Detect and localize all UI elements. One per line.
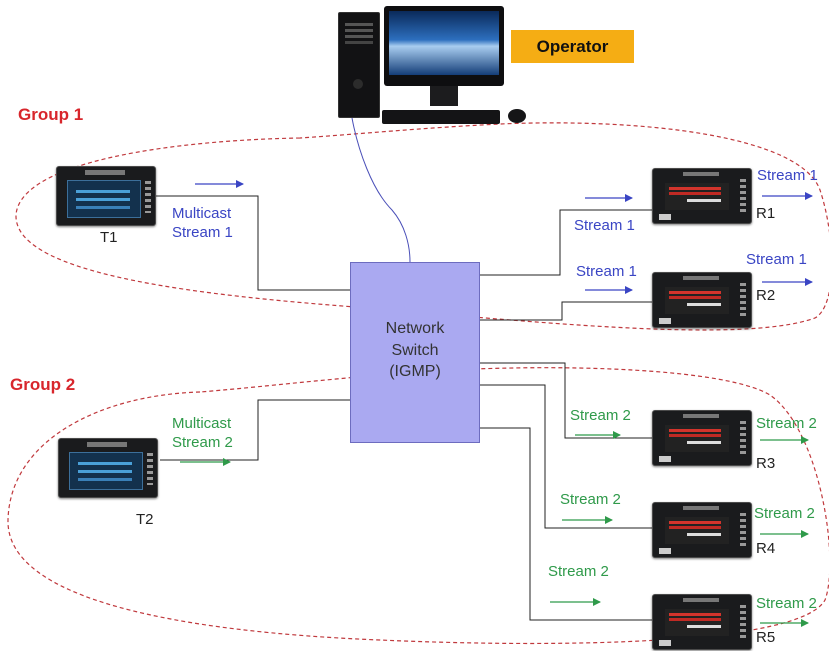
operator-cable xyxy=(351,117,411,263)
keyboard xyxy=(382,110,500,124)
operator-label: Operator xyxy=(511,30,634,63)
r2-label: R2 xyxy=(756,287,776,304)
r3-out-stream: Stream 2 xyxy=(756,415,817,432)
receiver-r2 xyxy=(652,272,752,328)
transmitter-t1 xyxy=(56,166,156,226)
r4-in-stream: Stream 2 xyxy=(560,491,621,508)
t1-stream-line2: Stream 1 xyxy=(172,224,233,241)
t1-link xyxy=(152,195,350,291)
group-2-label: Group 2 xyxy=(10,375,76,394)
network-switch-label: Network Switch (IGMP) xyxy=(350,318,480,383)
mouse xyxy=(508,109,526,123)
pc-monitor xyxy=(384,6,504,86)
r1-out-stream: Stream 1 xyxy=(757,167,818,184)
r4-label: R4 xyxy=(756,540,776,557)
t2-label: T2 xyxy=(136,511,154,528)
r2-out-stream: Stream 1 xyxy=(746,251,807,268)
t1-stream-line1: Multicast xyxy=(172,205,232,222)
r3-in-stream: Stream 2 xyxy=(570,407,631,424)
switch-label-line2: Switch xyxy=(391,341,439,359)
r5-label: R5 xyxy=(756,629,776,646)
r5-in-stream: Stream 2 xyxy=(548,563,609,580)
r4-link xyxy=(480,384,652,529)
switch-label-line3: (IGMP) xyxy=(389,363,441,381)
receiver-r5 xyxy=(652,594,752,650)
receiver-r1 xyxy=(652,168,752,224)
group-1-boundary xyxy=(15,122,829,331)
r4-out-stream: Stream 2 xyxy=(754,505,815,522)
switch-label-line1: Network xyxy=(385,320,445,337)
network-switch xyxy=(350,262,480,443)
r5-out-stream: Stream 2 xyxy=(756,595,817,612)
r2-in-stream: Stream 1 xyxy=(576,263,637,280)
t2-stream-line2: Stream 2 xyxy=(172,434,233,451)
r2-link xyxy=(480,301,652,321)
t2-stream-line1: Multicast xyxy=(172,415,232,432)
t2-link xyxy=(160,399,350,461)
operator-computer xyxy=(338,6,538,126)
receiver-r3 xyxy=(652,410,752,466)
pc-tower xyxy=(338,12,380,118)
r1-label: R1 xyxy=(756,205,776,222)
r3-link xyxy=(480,362,652,439)
monitor-stand xyxy=(430,86,458,106)
t1-label: T1 xyxy=(100,229,118,246)
receiver-r4 xyxy=(652,502,752,558)
transmitter-t2 xyxy=(58,438,158,498)
r1-link xyxy=(480,209,652,276)
r3-label: R3 xyxy=(756,455,776,472)
r5-link xyxy=(480,427,652,621)
r1-in-stream: Stream 1 xyxy=(574,217,635,234)
group-1-label: Group 1 xyxy=(18,105,84,124)
